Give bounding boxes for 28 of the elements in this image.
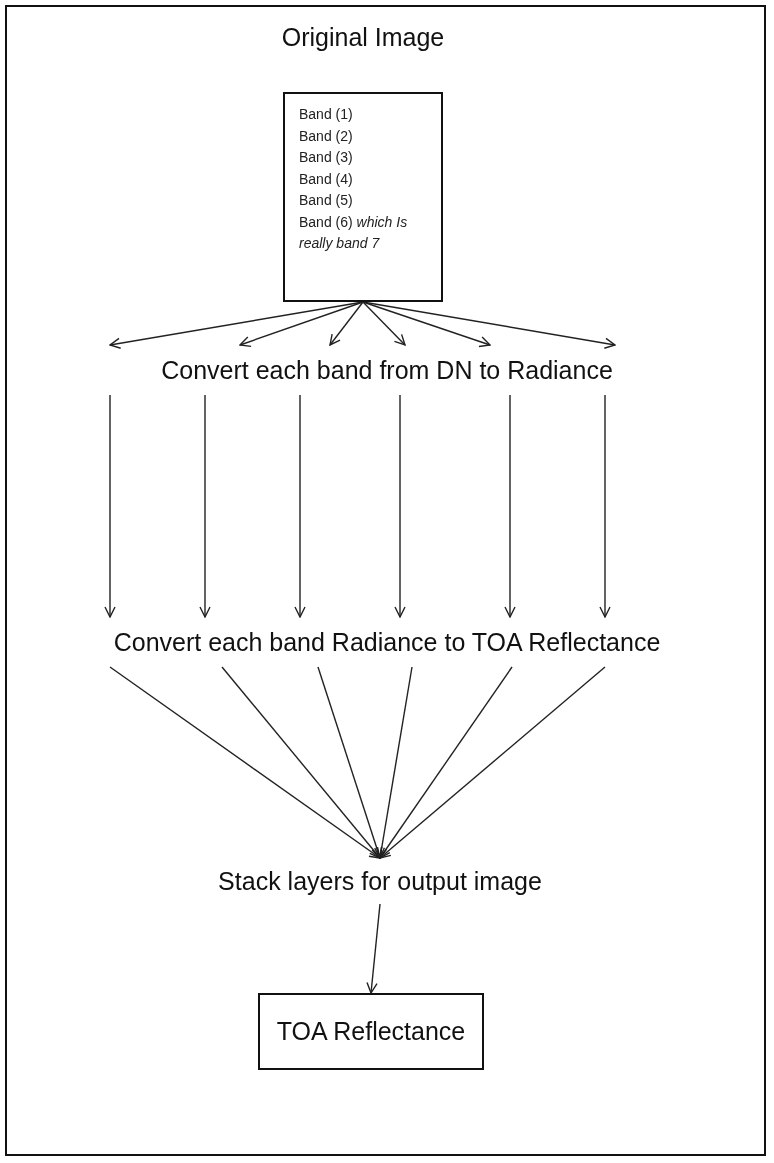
- arrow: [104, 394, 116, 618]
- step-label: Convert each band from DN to Radiance: [161, 355, 613, 385]
- arrow: [199, 394, 211, 618]
- arrow: [362, 301, 491, 348]
- arrow: [362, 301, 616, 349]
- band-label: Band (2): [299, 126, 354, 146]
- step-label: Convert each band Radiance to TOA Reflectance: [113, 627, 661, 657]
- arrow: [294, 394, 306, 618]
- arrow: [362, 301, 406, 346]
- band-label: Band (1): [299, 105, 354, 124]
- arrow: [221, 666, 381, 859]
- arrow: [379, 666, 606, 859]
- box-label: TOA Reflectance: [276, 1017, 466, 1046]
- band-label: Band (4): [299, 169, 354, 189]
- arrow: [394, 394, 406, 618]
- step-label: Stack layers for output image: [218, 866, 542, 896]
- arrow: [109, 666, 381, 859]
- arrow: [379, 666, 513, 859]
- band-label: Band (5): [299, 191, 354, 210]
- arrow: [366, 903, 381, 994]
- arrow: [329, 301, 364, 346]
- arrow: [504, 394, 516, 618]
- arrow: [599, 394, 611, 618]
- arrow: [239, 301, 364, 348]
- node-heading: Original Image: [281, 22, 445, 52]
- band-label: Band (6) which Is really band 7: [299, 212, 409, 253]
- output-box: [258, 993, 484, 1070]
- band-label: Band (3): [299, 148, 354, 167]
